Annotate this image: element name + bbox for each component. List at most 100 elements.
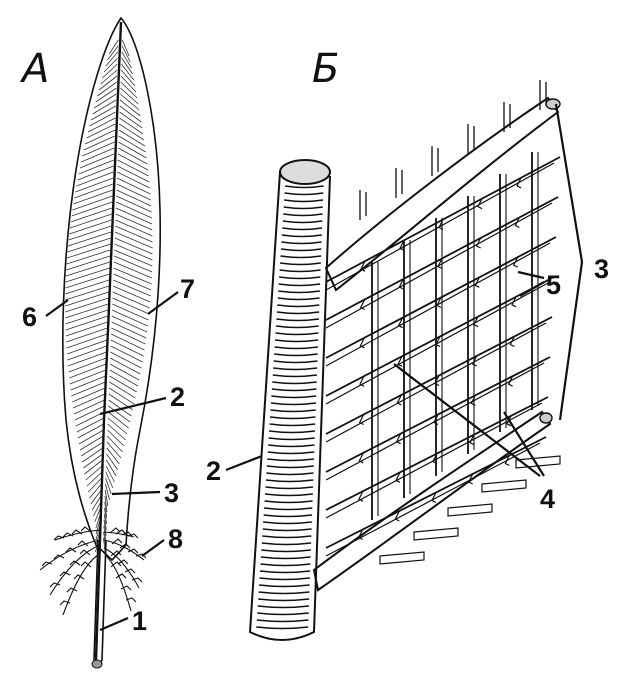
vane-hatch-line <box>65 291 109 307</box>
rachis-ring <box>264 507 313 511</box>
vane-hatch-line <box>66 339 108 355</box>
upper-spike <box>431 146 439 176</box>
vane-hatch-line <box>121 39 130 57</box>
vane-hatch-line <box>85 465 103 481</box>
vane-hatch-line <box>67 231 112 247</box>
vane-hatch-line <box>113 273 152 291</box>
label-a-rachis: 2 <box>170 382 185 412</box>
vane-hatch-line <box>111 315 148 333</box>
rachis-ring <box>275 332 319 336</box>
vane-hatch-line <box>109 375 137 393</box>
rachis-ring <box>272 381 317 385</box>
rachis-ring <box>269 430 316 434</box>
vane-hatch-line <box>84 459 103 475</box>
rachis-ring <box>281 234 322 238</box>
label-a-down: 8 <box>168 524 183 554</box>
down-strand <box>62 554 99 616</box>
down-branch <box>73 574 85 580</box>
rachis-ring <box>266 472 314 476</box>
vane-hatch-line <box>68 225 112 241</box>
down-branch <box>53 535 65 541</box>
barbule-hooklet <box>357 529 364 541</box>
barbule-hooklet <box>477 198 483 210</box>
vane-hatch-line <box>95 531 101 547</box>
upper-barb-end <box>545 98 561 110</box>
rachis-ring <box>261 549 311 553</box>
down-branch <box>53 554 65 560</box>
vane-hatch-line <box>114 249 153 267</box>
rachis-ring <box>277 297 320 301</box>
feather-rachis <box>94 21 123 661</box>
vane-hatch-line <box>103 525 107 543</box>
vane-hatch-line <box>104 507 107 525</box>
vane-hatch-line <box>72 387 106 403</box>
vane-hatch-line <box>120 93 140 111</box>
barbule-hooklet <box>514 217 520 229</box>
vane-hatch-line <box>67 237 111 253</box>
barbule-hooklet <box>504 455 510 467</box>
down-branch <box>127 548 139 554</box>
panel-a-letter: А <box>19 46 49 92</box>
rachis-ring <box>280 255 322 259</box>
vane-hatch-line <box>78 159 114 175</box>
vane-hatch-line <box>112 303 149 321</box>
vane-hatch-line <box>120 81 138 99</box>
vane-hatch-line <box>65 315 108 331</box>
rachis-ring <box>260 556 311 560</box>
rachis-ring <box>273 360 318 364</box>
vane-hatch-line <box>72 393 106 409</box>
vane-hatch-line <box>110 345 143 363</box>
vane-hatch-line <box>108 387 135 405</box>
label-a-inner-edge: 7 <box>180 274 195 304</box>
down-branch <box>109 527 121 534</box>
vane-hatch-line <box>107 429 125 447</box>
down-branch <box>135 553 147 559</box>
vane-hatch-line <box>86 471 103 487</box>
vane-hatch-line <box>100 69 118 85</box>
rachis-ring <box>274 346 319 350</box>
leader-b-2 <box>225 454 263 472</box>
rachis-ring <box>270 409 316 413</box>
vane-hatch-line <box>90 489 102 505</box>
vane-hatch-line <box>120 87 139 105</box>
rachis-ring <box>283 206 323 210</box>
vane-hatch-line <box>104 495 108 513</box>
label-b-rachis: 2 <box>206 456 221 486</box>
vane-hatch-line <box>86 123 116 139</box>
vane-hatch-line <box>108 399 132 417</box>
vane-hatch-line <box>110 333 145 351</box>
down-strand <box>54 529 101 541</box>
barbule-hooklet <box>511 296 517 308</box>
vane-hatch-line <box>107 417 128 435</box>
barbule-hooklet <box>399 240 405 251</box>
rachis-ring <box>262 528 312 532</box>
vane-hatch-line <box>119 99 141 117</box>
down-branch <box>41 561 53 567</box>
vane-hatch-line <box>66 243 111 259</box>
rachis-ring <box>282 220 323 224</box>
rachis-ring <box>262 535 312 539</box>
vane-hatch-line <box>118 141 147 159</box>
barbule-hooklet <box>395 472 401 483</box>
vane-hatch-line <box>115 207 153 225</box>
rachis-ring <box>275 325 319 329</box>
barbule-hooklet <box>509 336 515 348</box>
barbule-hooklet <box>434 375 440 387</box>
rachis-ring <box>265 479 314 483</box>
rachis-ring <box>279 262 321 266</box>
vane-hatch-line <box>106 459 117 477</box>
vane-hatch-line <box>115 225 153 243</box>
down-branch <box>115 573 127 579</box>
rachis-ring <box>265 486 314 490</box>
vane-hatch-line <box>115 219 153 237</box>
barbule-hooklet <box>475 237 482 249</box>
vane-hatch-line <box>121 63 135 81</box>
rachis-ring <box>271 388 317 392</box>
vane-hatch-line <box>89 111 116 127</box>
down-branch <box>111 538 123 545</box>
vane-hatch-line <box>71 201 113 217</box>
vane-hatch-line <box>119 111 143 129</box>
vane-hatch-line <box>106 441 122 459</box>
vane-hatch-line <box>88 477 102 493</box>
vane-hatch-line <box>83 453 103 469</box>
